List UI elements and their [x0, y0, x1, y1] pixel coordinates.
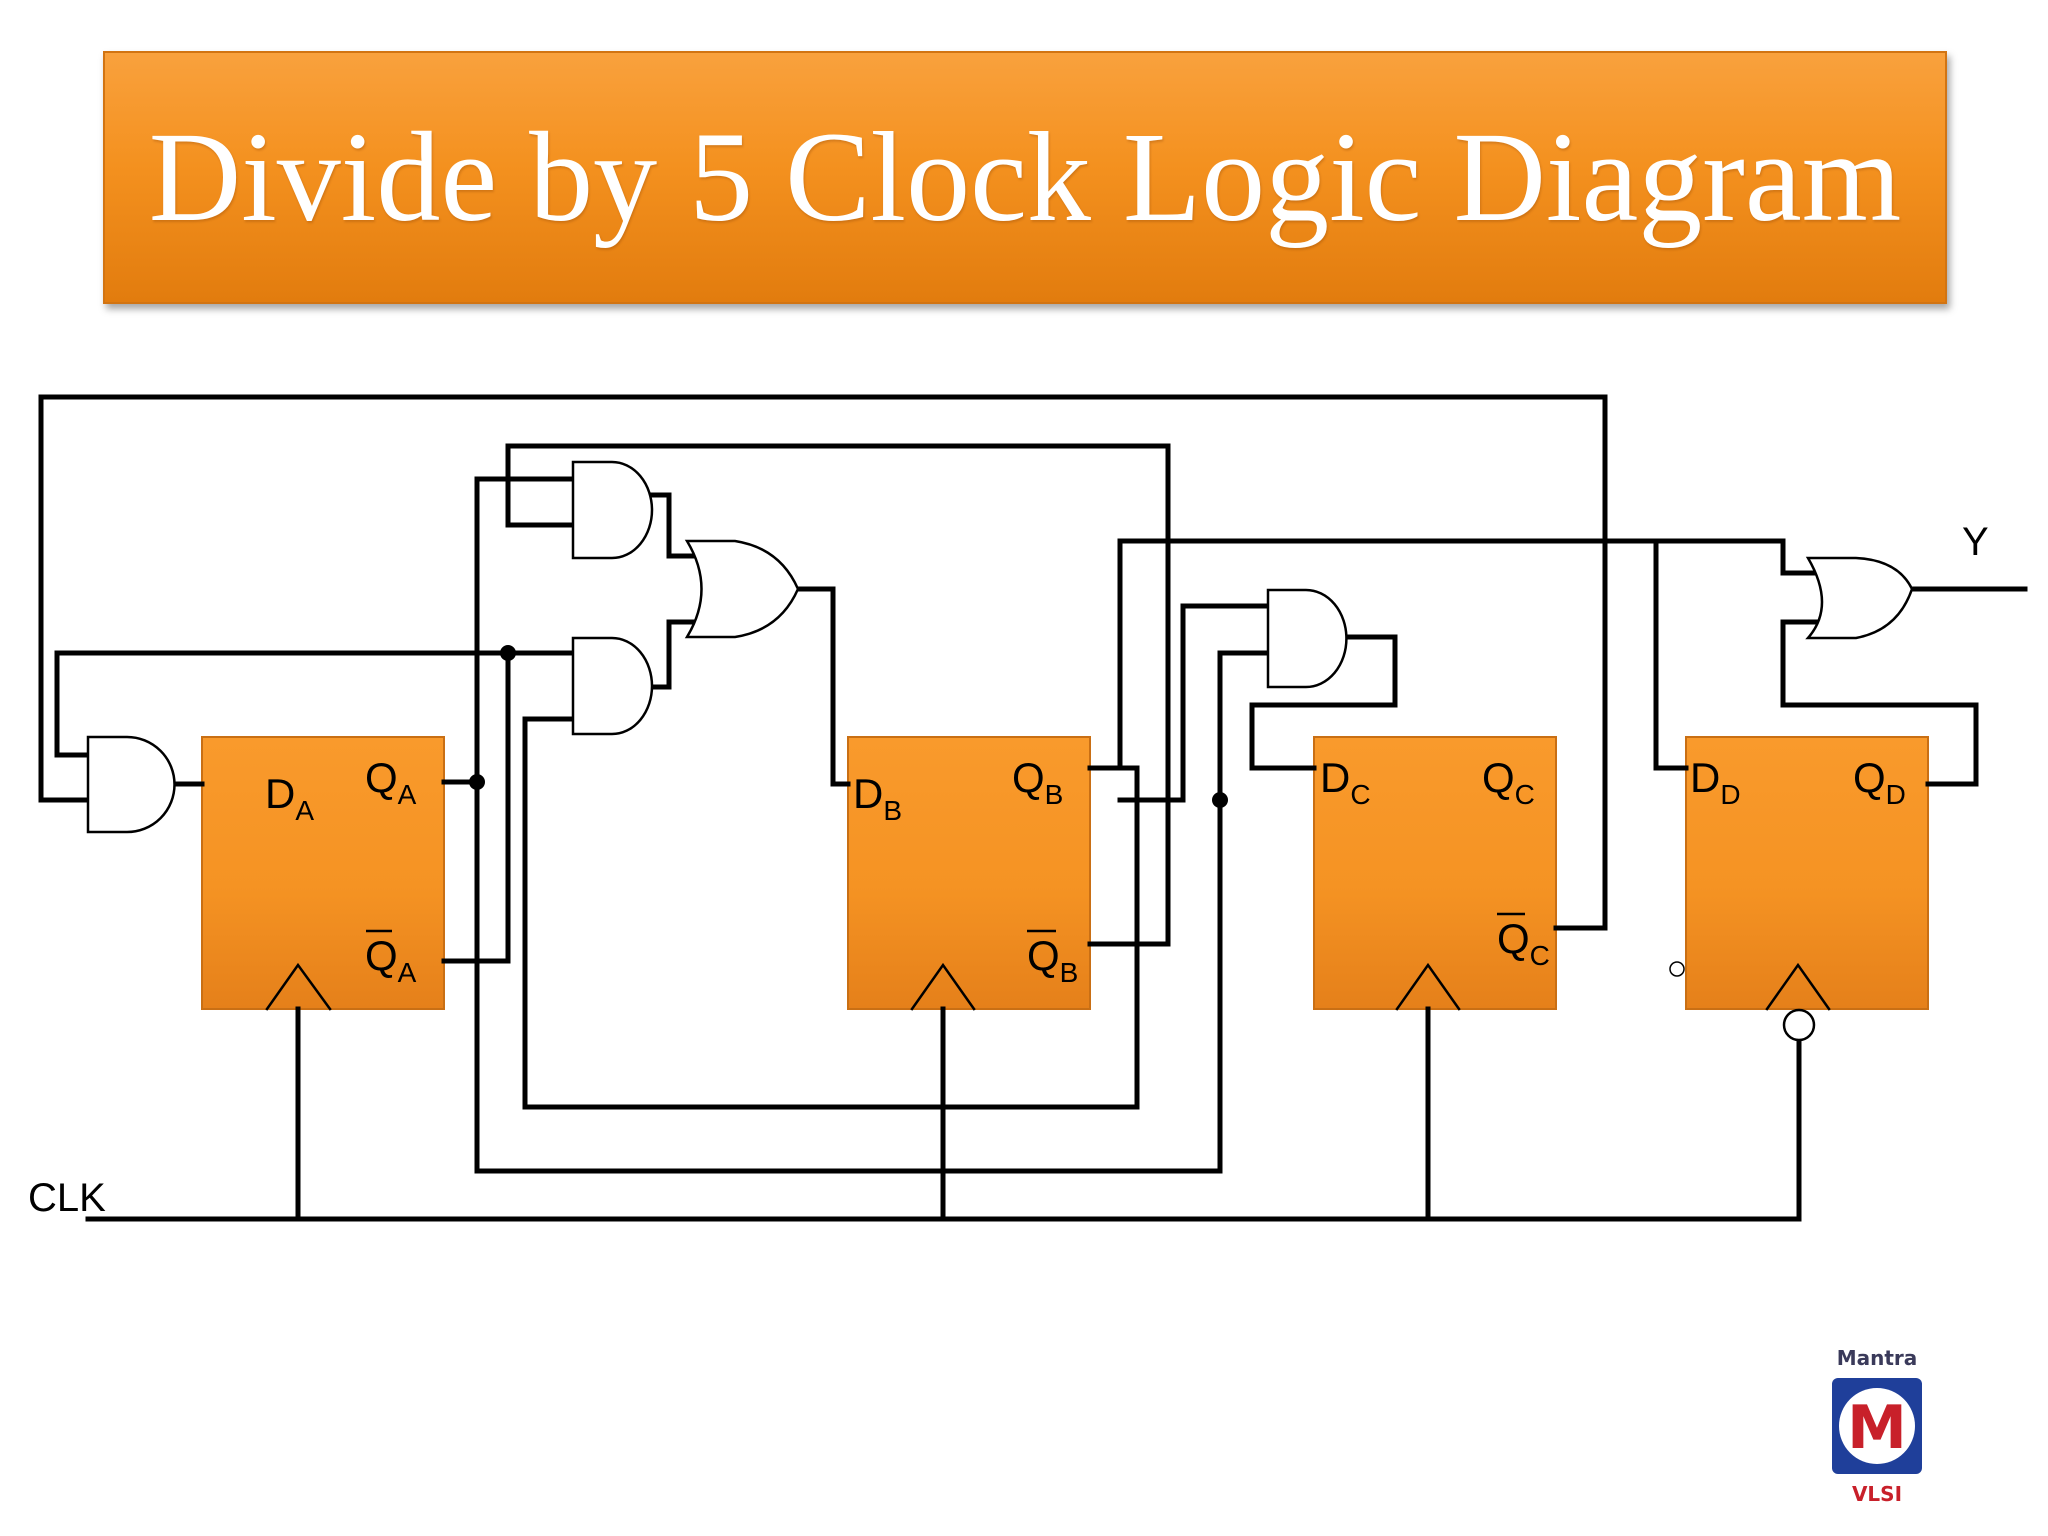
logo-bottom-text: VLSI [1851, 1482, 1903, 1506]
qc-label: QC [1482, 754, 1535, 810]
and-gate-top [571, 460, 654, 560]
junctions [469, 645, 1228, 808]
qa-label: QA [365, 754, 417, 810]
logo-emblem: M [1832, 1378, 1922, 1474]
dc-label: DC [1320, 754, 1371, 810]
db-label: DB [853, 770, 902, 826]
flip-flop-a [201, 736, 445, 1011]
qd-label: QD [1853, 754, 1906, 810]
title-banner: Divide by 5 Clock Logic Diagram [103, 51, 1947, 304]
dd-label: DD [1690, 754, 1741, 810]
da-label: DA [265, 770, 314, 826]
and-gate-feedback [86, 735, 176, 834]
qb-label: QB [1012, 754, 1063, 810]
and-gate-c [1266, 588, 1348, 689]
clock-inversion-bubble [1782, 1008, 1816, 1042]
clk-label: CLK [28, 1176, 106, 1220]
output-y-label: Y [1962, 520, 1989, 564]
flip-flop-c-labels: DC QC QC [1320, 754, 1550, 971]
mantra-vlsi-logo: Mantra M VLSI [1822, 1346, 1932, 1516]
logo-top-text: Mantra [1836, 1346, 1918, 1370]
flip-flop-b-labels: DB QB QB [853, 754, 1078, 988]
flip-flop-c [1313, 736, 1557, 1011]
page-title: Divide by 5 Clock Logic Diagram [148, 106, 1902, 248]
qb-bar-label: QB [1027, 932, 1078, 988]
qa-bar-label: QA [365, 932, 417, 988]
logo-letter: M [1847, 1393, 1907, 1463]
wires [38, 394, 2028, 1222]
or-gate-b [684, 539, 800, 639]
and-gate-bottom [571, 636, 654, 736]
flip-flop-d [1685, 736, 1929, 1011]
flip-flop-a-labels: DA QA QA [265, 754, 417, 988]
or-gate-y [1805, 556, 1914, 640]
qc-bar-label: QC [1497, 915, 1550, 971]
small-marker-circle [1669, 961, 1685, 977]
flip-flop-b [847, 736, 1091, 1011]
flip-flop-d-labels: DD QD [1690, 754, 1906, 810]
